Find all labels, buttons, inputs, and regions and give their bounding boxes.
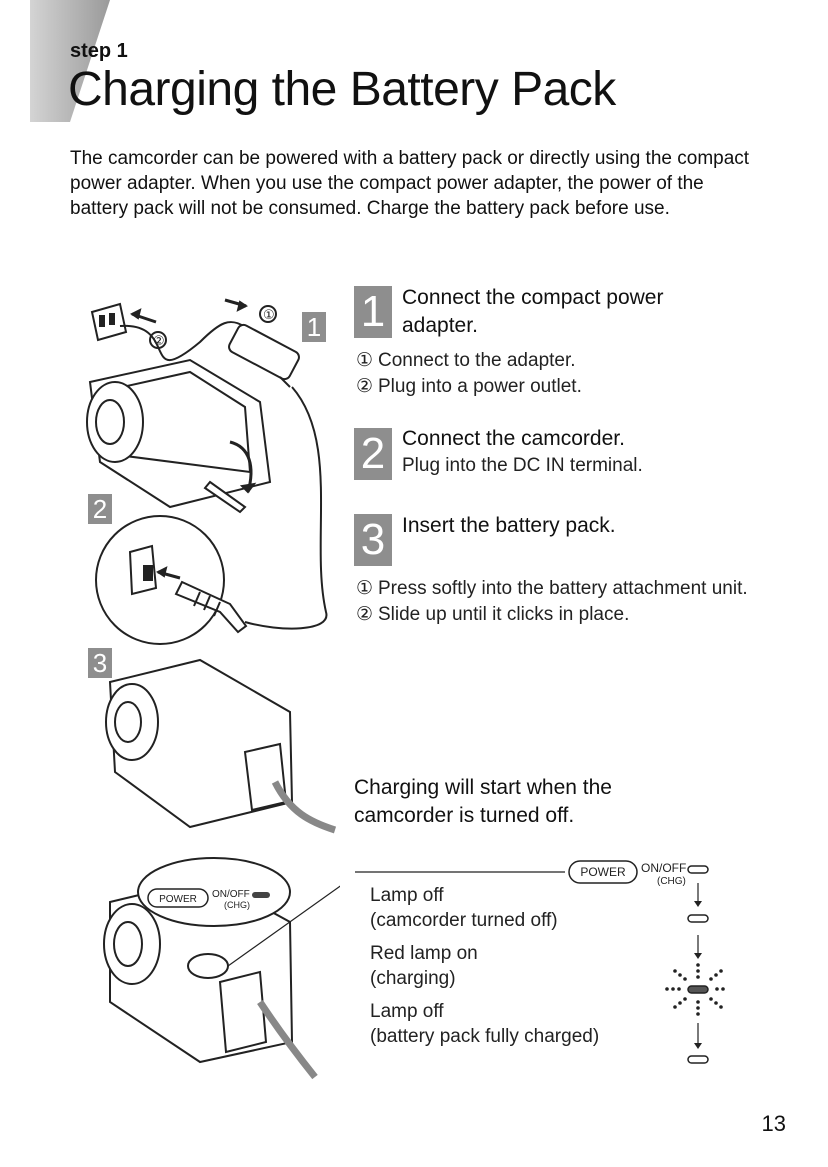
svg-text:ON/OFF: ON/OFF <box>212 889 250 900</box>
step-label: step 1 <box>70 40 128 62</box>
svg-text:POWER: POWER <box>580 865 626 879</box>
zoom-power-switch: POWER ON/OFF (CHG) <box>147 888 270 910</box>
figure-badge-1: 1 <box>302 312 326 342</box>
step-3-title: Insert the battery pack. <box>402 514 616 537</box>
figure-badge-2: 2 <box>88 494 112 524</box>
figure-badge-3: 3 <box>88 648 112 678</box>
svg-text:ON/OFF: ON/OFF <box>641 861 686 875</box>
camcorder-drawing-2 <box>105 658 337 834</box>
lamp-off-icon <box>687 914 709 923</box>
step-2-title: Connect the camcorder. <box>402 427 625 450</box>
lamp-red-on-icon <box>665 963 725 1016</box>
step-1-badge: 1 <box>354 286 392 338</box>
lamp-state-3: Lamp off (battery pack fully charged) <box>370 1001 600 1047</box>
page-title: Charging the Battery Pack <box>68 63 616 116</box>
figure-callout-1: ① <box>263 307 275 322</box>
step-2-badge: 2 <box>354 428 392 480</box>
header-tab-graphic <box>30 0 110 122</box>
dc-in-closeup <box>95 515 248 645</box>
charging-note: Charging will start when the camcorder i… <box>354 776 612 827</box>
camcorder-illustration: ② ① <box>86 298 340 1080</box>
step-1-title: Connect the compact power adapter. <box>402 286 664 337</box>
lamp-state-1: Lamp off (camcorder turned off) <box>370 885 558 931</box>
svg-text:(CHG): (CHG) <box>657 876 686 887</box>
svg-text:POWER: POWER <box>159 894 197 905</box>
camcorder-drawing-1 <box>86 358 272 514</box>
svg-text:(CHG): (CHG) <box>224 900 250 910</box>
lamp-diagram: POWER ON/OFF (CHG) <box>355 860 725 1064</box>
step-2-text: Plug into the DC IN terminal. <box>402 455 643 476</box>
figure-callout-2: ② <box>153 333 165 348</box>
power-outlet-icon <box>90 302 128 342</box>
lamp-off-icon <box>687 1055 709 1064</box>
page-number: 13 <box>761 1111 786 1136</box>
intro-paragraph: The camcorder can be powered with a batt… <box>70 148 750 219</box>
adapter-icon <box>228 323 300 388</box>
step-3-badge: 3 <box>354 514 392 566</box>
lamp-state-2: Red lamp on (charging) <box>370 943 478 989</box>
